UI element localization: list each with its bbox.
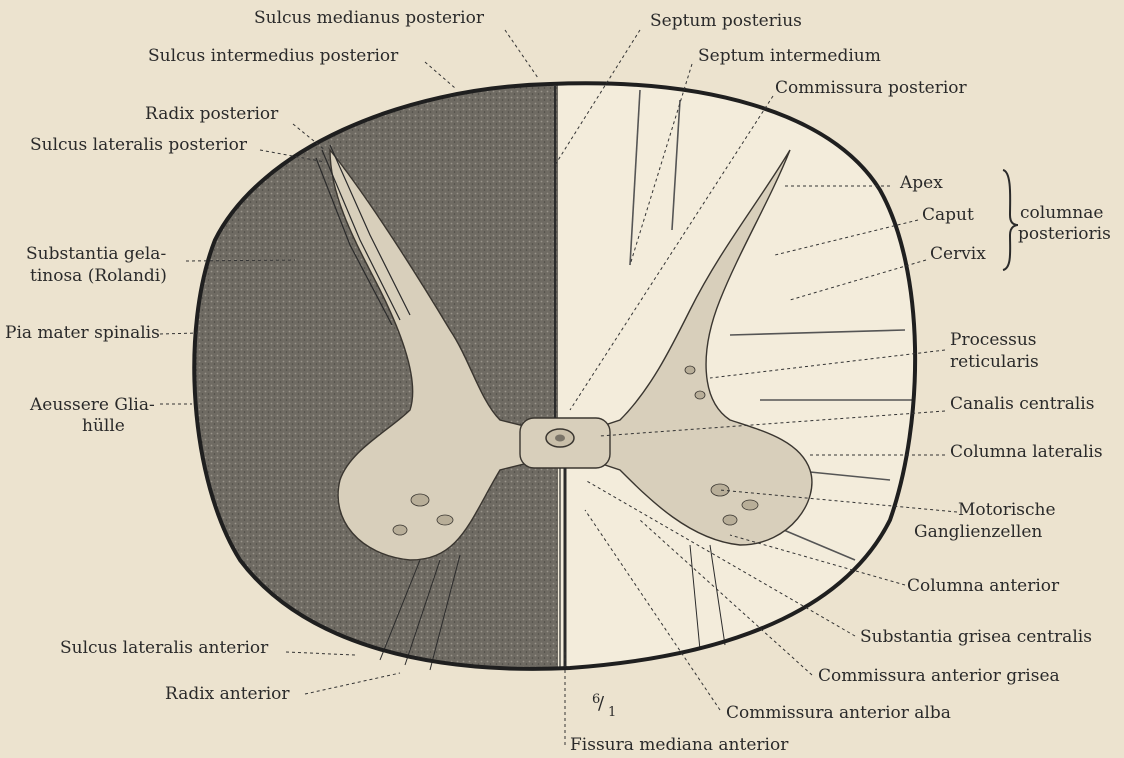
label-motorische-2: Ganglienzellen	[914, 522, 1042, 543]
label-caput: Caput	[922, 205, 974, 226]
white-matter-left	[150, 70, 560, 690]
label-motorische-1: Motorische	[958, 500, 1056, 521]
label-septum-posterius: Septum posterius	[650, 11, 802, 32]
columnae-brace	[1003, 170, 1018, 270]
label-substantia-gelatinosa-2: tinosa (Rolandi)	[30, 266, 167, 287]
label-canalis-centralis: Canalis centralis	[950, 394, 1094, 415]
label-substantia-gelatinosa-1: Substantia gela-	[26, 244, 166, 265]
label-sulcus-intermedius-posterior: Sulcus intermedius posterior	[148, 46, 398, 67]
label-aeussere-gliahuelle-2: hülle	[82, 416, 125, 437]
label-processus-2: reticularis	[950, 352, 1039, 373]
label-cervix: Cervix	[930, 244, 986, 265]
magnification-denominator: 1	[608, 702, 616, 723]
label-posterioris: posterioris	[1018, 224, 1111, 245]
label-substantia-grisea-centralis: Substantia grisea centralis	[860, 627, 1092, 648]
label-sulcus-lateralis-posterior: Sulcus lateralis posterior	[30, 135, 247, 156]
label-septum-intermedium: Septum intermedium	[698, 46, 881, 67]
label-sulcus-lateralis-anterior: Sulcus lateralis anterior	[60, 638, 268, 659]
label-columna-anterior: Columna anterior	[907, 576, 1059, 597]
label-apex: Apex	[900, 173, 943, 194]
label-aeussere-gliahuelle-1: Aeussere Glia-	[30, 395, 155, 416]
label-radix-posterior: Radix posterior	[145, 104, 278, 125]
central-canal	[546, 429, 574, 447]
label-commissura-anterior-grisea: Commissura anterior grisea	[818, 666, 1060, 687]
label-radix-anterior: Radix anterior	[165, 684, 290, 705]
label-pia-mater-spinalis: Pia mater spinalis	[5, 323, 160, 344]
label-sulcus-medianus-posterior: Sulcus medianus posterior	[254, 8, 484, 29]
white-matter-right	[558, 70, 938, 690]
label-columnae: columnae	[1020, 203, 1103, 224]
magnification-slash: /	[598, 693, 604, 714]
label-fissura-mediana-anterior: Fissura mediana anterior	[570, 735, 788, 756]
label-commissura-posterior: Commissura posterior	[775, 78, 967, 99]
label-commissura-anterior-alba: Commissura anterior alba	[726, 703, 951, 724]
label-processus-1: Processus	[950, 330, 1037, 351]
label-columna-lateralis: Columna lateralis	[950, 442, 1103, 463]
